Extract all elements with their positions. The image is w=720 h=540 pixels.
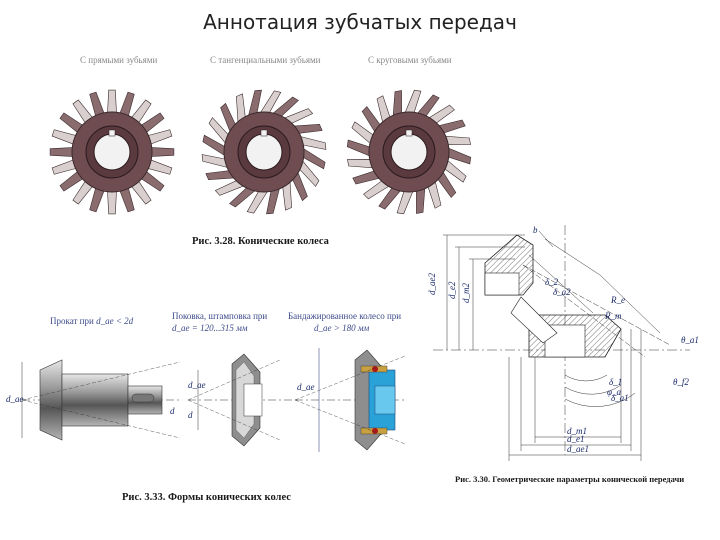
- label-delta-a1: δ_a1: [611, 393, 629, 403]
- label-de1: d_e1: [567, 434, 585, 444]
- form-label-pokovka-text: Поковка, штамповка при: [172, 311, 268, 321]
- gear-bore: [245, 133, 283, 171]
- gear-keyway: [405, 129, 413, 137]
- gear-tooth: [404, 89, 422, 115]
- gear-tooth: [446, 147, 472, 165]
- forged-bevel-gear-drawing: d_ae d: [187, 353, 300, 447]
- dae-label-2: d_ae: [188, 380, 206, 390]
- form-label-band-text: Бандажированное колесо при: [288, 311, 402, 321]
- banded-bevel-gear-drawing: d_ae: [294, 348, 406, 452]
- form-label-pokovka: Поковка, штамповка при d_ae = 120...315 м…: [172, 310, 267, 334]
- form-label-band-cond: d_ae > 180 мм: [314, 323, 370, 333]
- form-label-prokat: Прокат при d_ae < 2d: [50, 316, 133, 326]
- form-label-pokovka-cond: d_ae = 120...315 мм: [172, 323, 248, 333]
- label-dae1: d_ae1: [567, 444, 589, 454]
- gear-tooth: [107, 89, 117, 115]
- form-label-prokat-cond: d_ae < 2d: [96, 316, 134, 326]
- label-phi-a: φ_a: [607, 387, 621, 397]
- label-dm2: d_m2: [461, 283, 471, 303]
- gear-tooth: [346, 139, 372, 157]
- figure-caption-3-33: Рис. 3.33. Формы конических колес: [122, 492, 291, 503]
- tangential-bevel-gear-image: [201, 89, 327, 215]
- label-delta1: δ_1: [609, 377, 622, 387]
- bevel-gear-geometry-drawing: d_ae2 d_e2 d_m2 d_m1 d_e1 d_ae1 R_e R_m …: [427, 225, 699, 461]
- label-theta-f2: θ_f2: [673, 377, 689, 387]
- form-label-prokat-text: Прокат при: [50, 316, 94, 326]
- figure-caption-3-30: Рис. 3.30. Геометрические параметры кони…: [455, 474, 685, 484]
- d-label-2: d: [188, 410, 193, 420]
- label-Re: R_e: [610, 295, 625, 305]
- label-theta-a1: θ_a1: [681, 335, 699, 345]
- gear-tooth: [107, 189, 117, 215]
- gear-keyway: [260, 129, 268, 137]
- label-delta-a2: δ_a2: [553, 287, 571, 297]
- shaft-bevel-gear-drawing: d_ae d: [6, 359, 182, 441]
- gear-bore: [390, 133, 428, 171]
- slide-title: Аннотация зубчатых передач: [203, 10, 517, 34]
- gear-label-tangential: С тангенциальными зубьями: [210, 55, 321, 65]
- label-de2: d_e2: [447, 281, 457, 299]
- label-Rm: R_m: [604, 311, 622, 321]
- label-dm1: d_m1: [567, 426, 587, 436]
- form-label-band: Бандажированное колесо при d_ae > 180 мм: [288, 310, 401, 334]
- circular-bevel-gear-image: [346, 89, 472, 215]
- gear-label-straight: С прямыми зубьями: [80, 55, 158, 65]
- label-dae2: d_ae2: [427, 273, 437, 295]
- gear-tooth: [49, 147, 75, 157]
- figure-caption-3-28: Рис. 3.28. Конические колеса: [192, 236, 329, 247]
- label-delta2: δ_2: [545, 277, 559, 287]
- gear-keyway: [108, 129, 116, 137]
- gear-tooth: [149, 147, 175, 157]
- dae-label-3: d_ae: [297, 382, 315, 392]
- gear-label-circular: С круговыми зубьями: [368, 55, 452, 65]
- gear-tooth: [396, 189, 414, 215]
- gear-bore: [93, 133, 131, 171]
- d-label-1: d: [170, 406, 175, 416]
- label-b: b: [533, 225, 538, 235]
- straight-bevel-gear-image: [49, 89, 175, 215]
- dae-label-1: d_ae: [6, 394, 24, 404]
